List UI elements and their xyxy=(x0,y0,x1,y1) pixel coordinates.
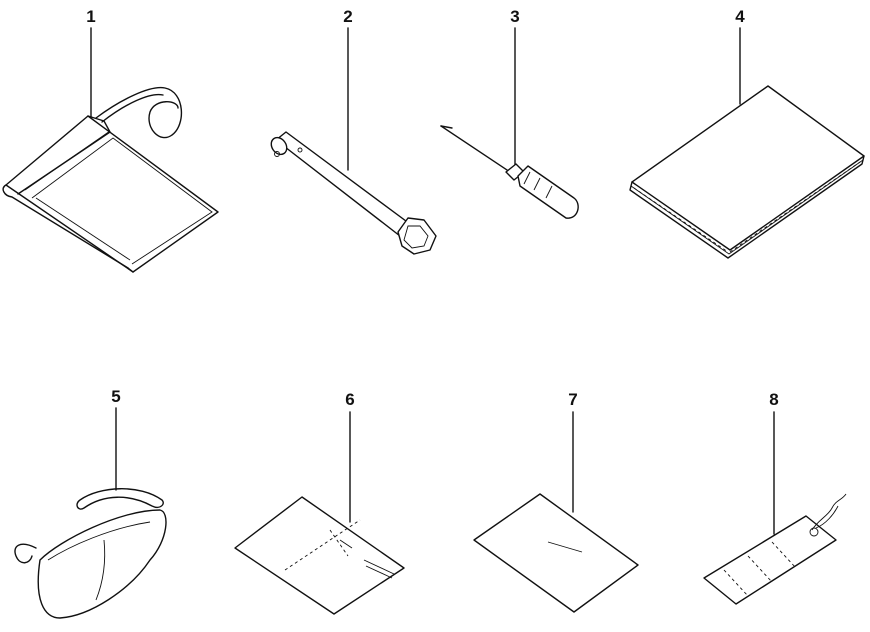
tag-icon xyxy=(703,493,847,605)
part-1: 1 xyxy=(2,7,219,273)
part-number-7: 7 xyxy=(568,390,577,409)
part-number-4: 4 xyxy=(735,7,745,26)
part-5: 5 xyxy=(14,387,167,619)
part-3: 3 xyxy=(440,7,579,219)
spark-plug-wrench-icon xyxy=(270,131,437,255)
tool-bag-icon xyxy=(2,86,219,273)
safety-glasses-icon xyxy=(14,488,167,619)
label-sheet-icon xyxy=(473,493,639,613)
part-6: 6 xyxy=(234,390,405,615)
part-8: 8 xyxy=(703,390,847,605)
part-number-5: 5 xyxy=(111,387,120,406)
owners-manual-icon xyxy=(629,85,865,259)
part-2: 2 xyxy=(270,7,437,255)
part-7: 7 xyxy=(473,390,639,613)
part-number-1: 1 xyxy=(86,7,95,26)
screwdriver-icon xyxy=(440,125,579,219)
instruction-sheet-icon xyxy=(234,496,405,615)
part-number-8: 8 xyxy=(769,390,778,409)
part-4: 4 xyxy=(629,7,865,259)
part-number-2: 2 xyxy=(343,7,352,26)
part-number-6: 6 xyxy=(345,390,354,409)
part-number-3: 3 xyxy=(510,7,519,26)
